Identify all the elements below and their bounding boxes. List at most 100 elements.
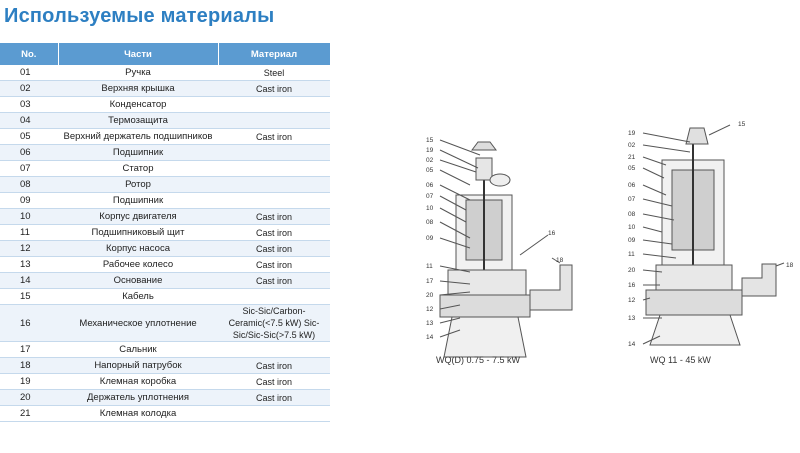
callout-label: 06 xyxy=(426,182,434,189)
callout-label: 10 xyxy=(628,224,636,231)
column-header-material: Материал xyxy=(218,43,331,65)
callout-label: 09 xyxy=(628,237,636,244)
row-part: Ручка xyxy=(58,65,218,81)
row-number: 01 xyxy=(0,65,58,81)
row-part: Ротор xyxy=(58,176,218,193)
row-number: 15 xyxy=(0,288,58,305)
callout-label: 11 xyxy=(628,251,635,258)
row-part: Подшипник xyxy=(58,192,218,209)
row-number: 06 xyxy=(0,144,58,161)
row-material: Cast iron xyxy=(218,357,330,374)
row-number: 16 xyxy=(0,304,58,342)
callout-label: 15 xyxy=(738,121,746,128)
callout-label: 05 xyxy=(628,165,636,172)
callout-label: 06 xyxy=(628,182,636,189)
pump-drawings: 1519020506071008091117201213141618190221… xyxy=(426,121,794,358)
row-part: Рабочее колесо xyxy=(58,256,218,273)
row-number: 03 xyxy=(0,96,58,113)
row-material xyxy=(218,160,330,177)
row-material xyxy=(218,144,330,161)
callout-label: 05 xyxy=(426,167,434,174)
callout-label: 02 xyxy=(426,157,434,164)
row-number: 04 xyxy=(0,112,58,129)
callout-label: 19 xyxy=(426,147,434,154)
callout-label: 18 xyxy=(556,257,564,264)
row-number: 14 xyxy=(0,272,58,289)
row-number: 08 xyxy=(0,176,58,193)
row-material xyxy=(218,176,330,193)
row-part: Клемная коробка xyxy=(58,373,218,390)
row-number: 05 xyxy=(0,128,58,145)
column-header-parts: Части xyxy=(58,43,219,65)
row-number: 10 xyxy=(0,208,58,225)
drawing-caption-large: WQ 11 - 45 kW xyxy=(650,355,711,365)
callout-label: 15 xyxy=(426,137,434,144)
row-material: Cast iron xyxy=(218,128,330,145)
row-material xyxy=(218,288,330,305)
callout-label: 18 xyxy=(786,262,794,269)
callout-label: 16 xyxy=(628,282,636,289)
row-number: 18 xyxy=(0,357,58,374)
callout-label: 19 xyxy=(628,130,636,137)
row-number: 02 xyxy=(0,80,58,97)
row-number: 19 xyxy=(0,373,58,390)
callout-label: 12 xyxy=(628,297,636,304)
drawing-caption-small: WQ(D) 0.75 - 7.5 kW xyxy=(436,355,521,365)
row-part: Конденсатор xyxy=(58,96,218,113)
callout-label: 14 xyxy=(628,341,636,348)
row-material: Steel xyxy=(218,65,330,81)
row-number: 12 xyxy=(0,240,58,257)
row-material: Sic-Sic/Carbon-Ceramic(<7.5 kW) Sic-Sic/… xyxy=(218,304,330,342)
row-part: Напорный патрубок xyxy=(58,357,218,374)
callout-label: 11 xyxy=(426,263,433,270)
callout-label: 13 xyxy=(426,320,434,327)
row-material: Cast iron xyxy=(218,240,330,257)
row-material xyxy=(218,341,330,358)
row-material: Cast iron xyxy=(218,373,330,390)
row-part: Основание xyxy=(58,272,218,289)
callout-label: 07 xyxy=(426,193,434,200)
row-part: Клемная колодка xyxy=(58,405,218,422)
row-material xyxy=(218,112,330,129)
row-material: Cast iron xyxy=(218,208,330,225)
callout-label: 20 xyxy=(628,267,636,274)
table-header: No. Части Материал xyxy=(0,43,331,65)
row-part: Подшипник xyxy=(58,144,218,161)
row-part: Верхний держатель подшипников xyxy=(58,128,218,145)
row-material: Cast iron xyxy=(218,272,330,289)
row-material: Cast iron xyxy=(218,224,330,241)
row-part: Подшипниковый щит xyxy=(58,224,218,241)
callout-label: 02 xyxy=(628,142,636,149)
row-part: Кабель xyxy=(58,288,218,305)
callout-label: 21 xyxy=(628,154,636,161)
row-number: 21 xyxy=(0,405,58,422)
row-part: Верхняя крышка xyxy=(58,80,218,97)
row-material: Cast iron xyxy=(218,80,330,97)
callout-label: 17 xyxy=(426,278,434,285)
callout-label: 13 xyxy=(628,315,636,322)
callout-label: 20 xyxy=(426,292,434,299)
row-material: Cast iron xyxy=(218,256,330,273)
row-number: 17 xyxy=(0,341,58,358)
row-part: Механическое уплотнение xyxy=(58,304,218,342)
callout-label: 14 xyxy=(426,334,434,341)
row-number: 13 xyxy=(0,256,58,273)
callout-label: 16 xyxy=(548,230,556,237)
callout-label: 12 xyxy=(426,306,434,313)
row-number: 07 xyxy=(0,160,58,177)
row-number: 11 xyxy=(0,224,58,241)
